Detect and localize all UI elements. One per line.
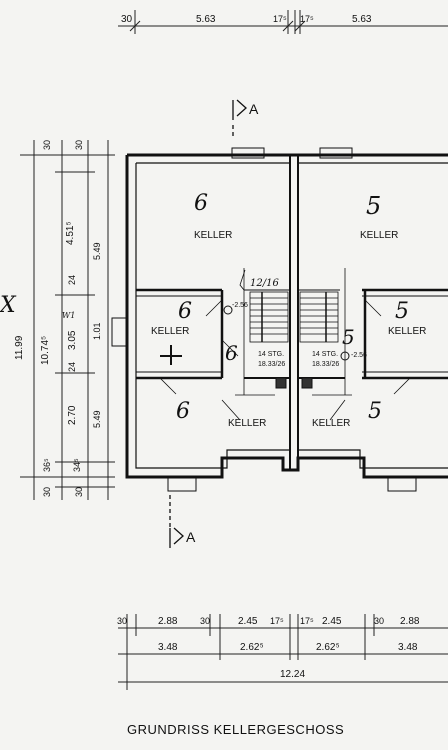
dim-bottom-5: 17⁵ <box>270 616 284 626</box>
dim-bottom-total: 12.24 <box>280 669 305 680</box>
dim-top-1: 30 <box>121 14 133 25</box>
section-label-bottom: A <box>186 529 196 545</box>
room-keller-right-top: KELLER <box>360 230 398 241</box>
dim-left-mid-4: 3.05 <box>67 330 78 350</box>
stair-left <box>235 268 289 396</box>
dim-left-inner-4: 5.49 <box>92 410 102 428</box>
dim-bottom-3: 30 <box>200 616 210 626</box>
dim-bottom-10: 3.48 <box>158 642 178 653</box>
hand-num-left-mid: 6 <box>178 299 192 324</box>
dim-left-overall: 11.99 <box>14 335 25 360</box>
section-marker-top <box>232 99 247 138</box>
section-marker-bottom <box>169 495 184 548</box>
section-label-top: A <box>249 101 259 117</box>
hand-num-left-stair: 6 <box>225 341 238 365</box>
dim-top-5: 5.63 <box>352 14 372 25</box>
stair-right-steps: 14 STG. <box>312 351 338 358</box>
dim-left-mid-6: 2.70 <box>67 405 78 425</box>
dim-bottom-9: 2.88 <box>400 616 420 627</box>
room-keller-right-mid: KELLER <box>388 326 426 337</box>
dim-left-inner-5: 30 <box>74 487 84 497</box>
hand-num-right-mid: 5 <box>395 299 409 324</box>
dim-bottom-12: 2.62⁵ <box>316 642 340 653</box>
dim-left-inner-3: 1.01 <box>92 322 102 340</box>
dim-bottom-2: 2.88 <box>158 616 178 627</box>
dim-left-inner-6: 34⁵ <box>72 458 82 472</box>
dim-bottom-1: 30 <box>117 616 127 626</box>
room-keller-left-mid: KELLER <box>151 326 189 337</box>
top-dimension-chain <box>118 10 448 34</box>
drawing-title: GRUNDRISS KELLERGESCHOSS <box>127 722 344 737</box>
w1-mark: W1 <box>62 311 75 320</box>
dim-bottom-8: 30 <box>374 616 384 626</box>
stair-right-level: -2.56 <box>351 352 367 359</box>
dim-bottom-13: 3.48 <box>398 642 418 653</box>
dim-left-mid-1: 30 <box>42 140 52 150</box>
dim-left-inner-2: 5.49 <box>92 242 102 260</box>
dim-left-mid-3: 24 <box>67 275 77 285</box>
room-keller-left-top: KELLER <box>194 230 232 241</box>
stair-left-level: -2.56 <box>232 302 248 309</box>
dim-bottom-4: 2.45 <box>238 616 258 627</box>
dim-left-mid-8: 30 <box>42 487 52 497</box>
stair-left-size: 18.33/26 <box>258 361 285 368</box>
hand-num-left-bottom: 6 <box>176 399 190 424</box>
dim-bottom-7: 2.45 <box>322 616 342 627</box>
stair-left-steps: 14 STG. <box>258 351 284 358</box>
dim-left-inner-7: 10.74⁵ <box>40 336 51 365</box>
level-markers <box>160 305 350 365</box>
dim-top-4: 17⁵ <box>300 14 314 24</box>
room-keller-right-bottom: KELLER <box>312 418 350 429</box>
dim-bottom-6: 17⁵ <box>300 616 314 626</box>
dim-top-2: 5.63 <box>196 14 216 25</box>
hand-num-right-stair: 5 <box>342 325 355 349</box>
bottom-dimension-chains <box>118 614 448 690</box>
hand-num-right-top: 5 <box>366 192 381 220</box>
hand-stair-note: 12/16 <box>250 278 279 289</box>
hand-num-left-top: 6 <box>194 191 208 216</box>
dim-left-mid-7: 36⁵ <box>42 458 52 472</box>
margin-x-mark: X <box>0 293 17 318</box>
dim-left-mid-2: 4.51⁵ <box>65 221 76 245</box>
interior-walls-left <box>136 288 290 380</box>
dim-bottom-11: 2.62⁵ <box>240 642 264 653</box>
stair-right <box>299 268 352 396</box>
stair-right-size: 18.33/26 <box>312 361 339 368</box>
dim-left-mid-5: 24 <box>67 362 77 372</box>
left-dimension-chains <box>20 140 115 500</box>
windows <box>111 147 417 492</box>
door-swings <box>159 299 411 421</box>
hand-num-right-bottom: 5 <box>368 399 382 424</box>
dim-left-inner-1: 30 <box>74 140 84 150</box>
dim-top-3: 17⁵ <box>273 14 287 24</box>
room-keller-left-bottom: KELLER <box>228 418 266 429</box>
